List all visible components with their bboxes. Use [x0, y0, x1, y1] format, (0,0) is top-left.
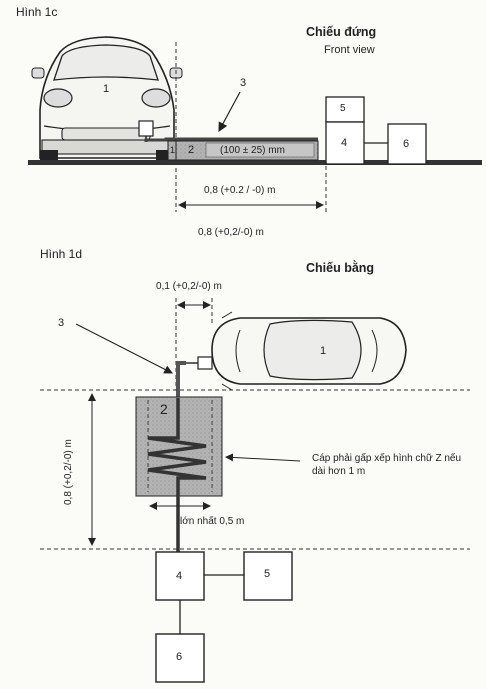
box-4-front — [325, 121, 365, 165]
distance-dimension-caption: 0,8 (+0,2/-0) m — [198, 227, 264, 238]
car-number-top: 1 — [320, 345, 327, 357]
ground-line — [28, 160, 482, 165]
vertical-distance-dimension: 0,8 (+0,2/-0) m — [63, 439, 74, 505]
callout-3-top: 3 — [58, 317, 65, 329]
distance-dimension-front: 0,8 (+0.2 / -0) m — [204, 185, 276, 196]
box-5-front — [325, 96, 365, 123]
mat-height-dimension: (100 ± 25) mm — [220, 145, 285, 156]
front-view-subtitle: Front view — [324, 44, 375, 56]
box-6-top — [155, 633, 205, 683]
front-view-figure — [28, 36, 482, 212]
max-width-dimension: lớn nhất 0,5 m — [180, 516, 245, 527]
top-view-figure — [40, 298, 470, 683]
mat-number-front: 2 — [188, 144, 195, 156]
car-top-view — [211, 311, 407, 391]
figure-1c-label: Hình 1c — [16, 5, 58, 19]
box-5-top — [243, 551, 293, 601]
box-6-front — [387, 123, 427, 165]
cable-offset-dimension: 0,1 (+0,2/-0) m — [156, 281, 222, 292]
box-5-label-front: 5 — [340, 103, 346, 114]
mat-edge-label: 1 — [170, 145, 176, 155]
front-view-title: Chiếu đứng — [306, 25, 377, 39]
box-4-label-front: 4 — [341, 137, 348, 149]
cable-fold-note: Cáp phải gấp xếp hình chữ Z nếu dài hơn … — [312, 453, 462, 477]
box-6-label-front: 6 — [403, 138, 410, 150]
box-6-label-top: 6 — [176, 651, 183, 663]
callout-3-front: 3 — [240, 77, 247, 89]
car-front-view — [31, 36, 183, 160]
top-view-title: Chiếu bằng — [306, 261, 375, 275]
box-5-label-top: 5 — [264, 568, 271, 580]
mat-number-top: 2 — [160, 401, 168, 417]
car-number-front: 1 — [103, 83, 110, 95]
box-4-label-top: 4 — [176, 570, 183, 582]
figure-1d-label: Hình 1d — [40, 247, 83, 261]
